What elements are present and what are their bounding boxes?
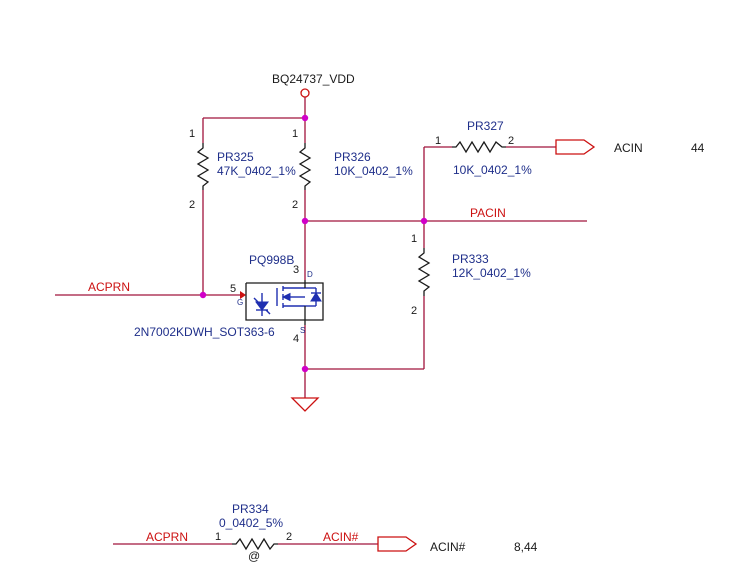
- pr327-zigzag: [452, 140, 506, 154]
- mosfet-source-pin: 4: [293, 333, 299, 345]
- junction-pacin: [420, 217, 428, 225]
- wires: [55, 97, 587, 545]
- pr325-zigzag: [196, 143, 210, 190]
- acin-port-pages: 44: [691, 141, 705, 155]
- resistor-pr334[interactable]: PR334 0_0402_5% 1 2 @: [215, 502, 292, 563]
- power-port-circle: [300, 88, 310, 98]
- acprn-net-label: ACPRN: [88, 280, 130, 294]
- pr327-pin1: 1: [435, 135, 441, 147]
- pr325-pin1: 1: [189, 128, 195, 140]
- resistor-pr327[interactable]: 1 2 PR327 10K_0402_1%: [435, 119, 532, 177]
- acin-hash-port-arrow: [377, 536, 418, 552]
- pr326-zigzag: [298, 143, 312, 190]
- pr333-pin1: 1: [411, 233, 417, 245]
- acin-port-arrow: [555, 139, 596, 155]
- mosfet-source-letter: S: [300, 326, 305, 335]
- acin-hash-port-pages: 8,44: [514, 540, 538, 554]
- pr334-zigzag: [232, 537, 278, 551]
- pr333-ref: PR333: [452, 252, 489, 266]
- power-net-label: BQ24737_VDD: [272, 72, 355, 86]
- pr334-marker: @: [248, 549, 260, 563]
- mosfet-body-outline: [245, 282, 324, 321]
- pr327-value: 10K_0402_1%: [453, 163, 532, 177]
- acin-hash-port-label: ACIN#: [430, 540, 466, 554]
- junction-source: [301, 365, 309, 373]
- ground-icon: [290, 397, 320, 412]
- port-acin-hash[interactable]: ACIN# 8,44: [377, 536, 538, 554]
- junction-top-bus: [301, 114, 309, 122]
- port-acin[interactable]: ACIN 44: [555, 139, 705, 155]
- resistor-pr326[interactable]: 1 2 PR326 10K_0402_1%: [292, 128, 413, 211]
- mosfet-gate-letter: G: [237, 298, 243, 307]
- pr333-pin2: 2: [411, 305, 417, 317]
- pr325-ref: PR325: [217, 150, 254, 164]
- junctions: [199, 114, 428, 373]
- pr327-ref: PR327: [467, 119, 504, 133]
- resistor-pr325[interactable]: 1 2 PR325 47K_0402_1%: [189, 128, 296, 211]
- junction-drain: [301, 217, 309, 225]
- pr334-pin1: 1: [215, 531, 221, 543]
- pr334-value: 0_0402_5%: [219, 516, 283, 530]
- pr326-ref: PR326: [334, 150, 371, 164]
- mosfet-drain-letter: D: [307, 270, 313, 279]
- mosfet-channel-icon: [276, 286, 305, 308]
- pr327-pin2: 2: [508, 135, 514, 147]
- pr334-ref: PR334: [232, 502, 269, 516]
- pr325-value: 47K_0402_1%: [217, 164, 296, 178]
- gate-diode-icon: [253, 293, 271, 316]
- acprn-bottom-net-label: ACPRN: [146, 530, 188, 544]
- pacin-net-label: PACIN: [470, 206, 506, 220]
- gate-arrow-icon: [240, 291, 246, 299]
- mosfet-drain-pin: 3: [293, 264, 299, 276]
- mosfet-gate-pin: 5: [230, 283, 236, 295]
- mosfet-ref: PQ998B: [249, 253, 294, 267]
- pr325-pin2: 2: [189, 199, 195, 211]
- mosfet-part-number: 2N7002KDWH_SOT363-6: [134, 325, 275, 339]
- junction-gate: [199, 291, 207, 299]
- pr333-value: 12K_0402_1%: [452, 266, 531, 280]
- pr326-pin2: 2: [292, 199, 298, 211]
- acin-hash-net-label: ACIN#: [323, 530, 359, 544]
- pr326-value: 10K_0402_1%: [334, 164, 413, 178]
- acin-port-label: ACIN: [614, 141, 643, 155]
- resistor-pr333[interactable]: 1 2 PR333 12K_0402_1%: [411, 233, 531, 317]
- pr334-pin2: 2: [286, 531, 292, 543]
- mosfet-pq998b[interactable]: PQ998B 3 D 5 G 4 S: [134, 253, 324, 345]
- pr333-zigzag: [417, 248, 431, 296]
- body-diode-icon: [305, 287, 322, 307]
- pr326-pin1: 1: [292, 128, 298, 140]
